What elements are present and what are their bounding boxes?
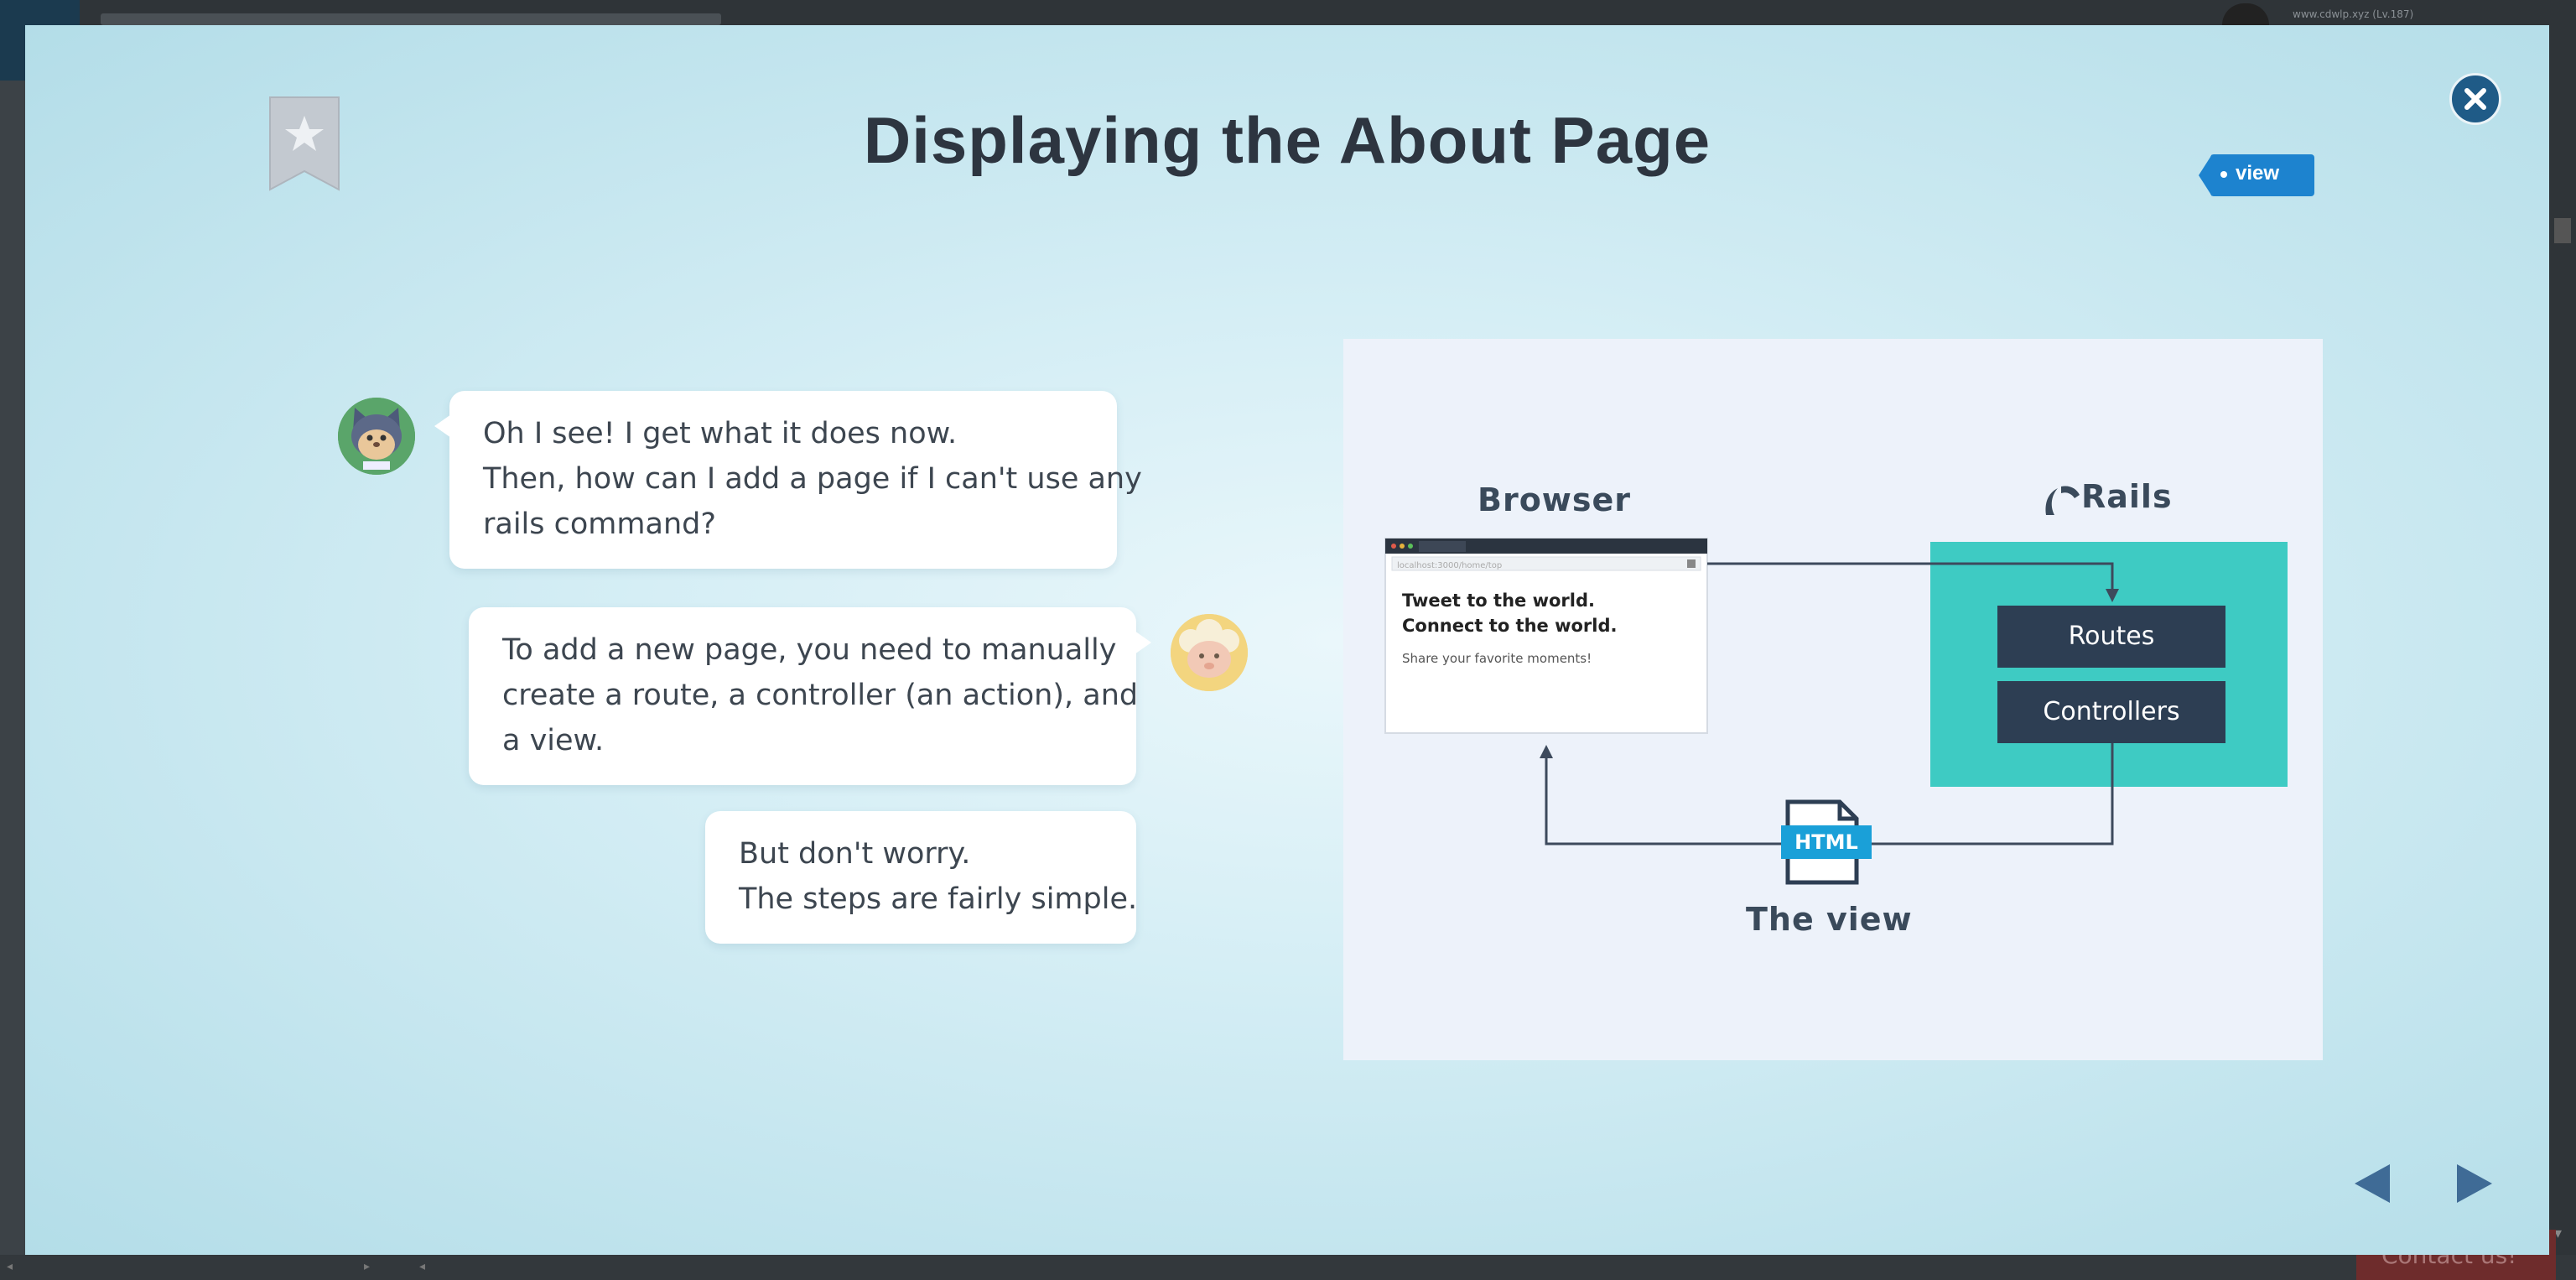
chat-bubble-2: To add a new page, you need to manually … — [469, 607, 1151, 785]
background-scrollbar — [2549, 25, 2576, 1255]
browser-label: Browser — [1478, 481, 1632, 518]
chat-2-line-1: To add a new page, you need to manually — [502, 633, 1117, 667]
chat-1-line-1: Oh I see! I get what it does now. — [483, 417, 958, 450]
background-scrollbar-thumb — [2554, 218, 2571, 243]
lesson-modal: Displaying the About Page view Oh I see!… — [25, 25, 2549, 1255]
browser-url: localhost:3000/home/top — [1397, 561, 1503, 570]
close-button[interactable] — [2449, 73, 2501, 125]
rails-flow-diagram: Browser Rails localhost:3000/home/top Tw… — [1343, 339, 2323, 1060]
close-icon — [2464, 88, 2486, 110]
background-user-text: www.cdwlp.xyz (Lv.187) — [2293, 8, 2414, 20]
background-scroll-left-icon-2: ◂ — [419, 1260, 426, 1273]
bookmark-star-icon[interactable] — [268, 96, 340, 193]
routes-box: Routes — [1997, 606, 2225, 668]
controllers-box: Controllers — [1997, 681, 2225, 743]
chat-bubble-3: But don't worry. The steps are fairly si… — [705, 811, 1138, 944]
background-scroll-left-icon: ◂ — [7, 1260, 13, 1273]
chat-2-line-2: create a route, a controller (an action)… — [502, 679, 1139, 712]
browser-line-1: Tweet to the world. — [1402, 591, 1595, 611]
browser-line-2: Connect to the world. — [1402, 616, 1618, 636]
background-scroll-down-icon: ▾ — [2554, 1225, 2563, 1242]
background-search-bar — [101, 13, 721, 25]
chat-bubble-1: Oh I see! I get what it does now. Then, … — [434, 391, 1142, 569]
html-badge: HTML — [1781, 825, 1872, 859]
page-title: Displaying the About Page — [863, 103, 1711, 177]
view-tag-label: view — [2236, 162, 2280, 185]
background-scroll-right-icon: ▸ — [364, 1260, 371, 1273]
background-bottom-bar — [0, 1255, 2576, 1280]
chat-3-line-1: But don't worry. — [739, 837, 971, 871]
avatar-sheep-icon — [1171, 614, 1248, 691]
chat-2-line-3: a view. — [502, 724, 605, 757]
avatar-cat-icon — [338, 398, 415, 475]
chat-3-line-2: The steps are fairly simple. — [739, 882, 1138, 916]
next-arrow-icon[interactable] — [2455, 1163, 2494, 1208]
chat-1-line-3: rails command? — [483, 507, 716, 541]
prev-arrow-icon[interactable] — [2353, 1163, 2392, 1208]
rails-label: Rails — [2081, 478, 2173, 515]
view-label: The view — [1746, 901, 1913, 938]
chat-1-line-2: Then, how can I add a page if I can't us… — [483, 462, 1142, 496]
browser-line-3: Share your favorite moments! — [1402, 651, 1592, 666]
tag-dot-icon — [2220, 171, 2227, 178]
